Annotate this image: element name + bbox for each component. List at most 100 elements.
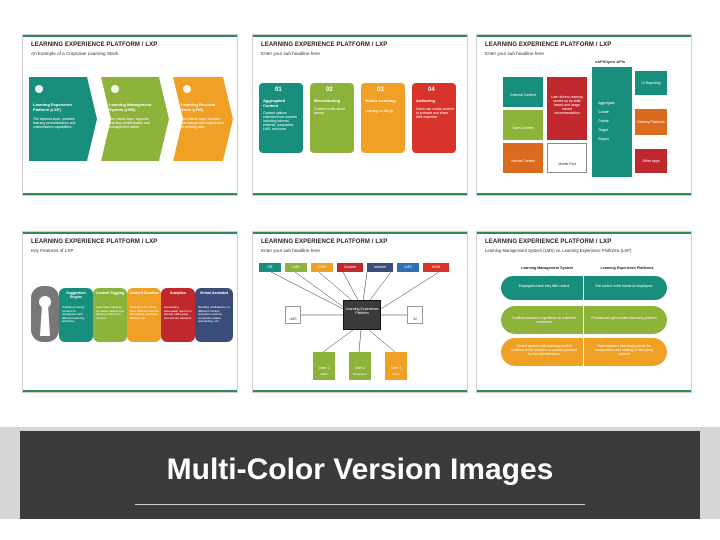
lms-box: [285, 306, 301, 324]
slide-top-rule: [253, 232, 467, 234]
lms-cell: Closed system, with learning content con…: [511, 344, 577, 356]
feature-desc: Automatic indexing for easier search and…: [96, 305, 125, 320]
puzzle-piece: [259, 83, 303, 153]
chevron-lxp: [29, 77, 97, 161]
source-tag: [259, 263, 281, 272]
slide-top-rule: [23, 232, 237, 234]
source-label: External Content: [510, 93, 536, 97]
keyhole-icon: [31, 286, 59, 342]
slide-top-rule: [477, 35, 691, 37]
ai-box-label: AI: [413, 317, 417, 321]
bottom-margin: [0, 519, 720, 540]
output-box: [635, 71, 667, 95]
source-box: [503, 77, 543, 107]
monitor-icon: [111, 85, 119, 93]
comparison-row: [501, 276, 667, 300]
piece-number: 01: [275, 87, 282, 93]
feature-desc: Collating training content for employees…: [62, 305, 85, 324]
source-tag-label: LMS: [292, 265, 300, 269]
lxp-cell: Open systems that freely permit the inco…: [594, 344, 654, 356]
user-sub: Video: [320, 372, 328, 376]
column-header-lms: Learning Management System: [521, 266, 573, 270]
slide-title: LEARNING EXPERIENCE PLATFORM / LXP: [261, 42, 388, 48]
feature-desc: Collects information from different sour…: [130, 305, 159, 320]
chevron-arrows: [29, 77, 233, 161]
mobile-label: Mobile First: [558, 162, 576, 166]
slide-subtitle: An Example of a Corporate Learning Stack: [31, 51, 119, 56]
lxp-hub-label: Learning Experience Platform: [345, 307, 379, 316]
piece-label: Mobile Learning: [365, 98, 396, 103]
slide-title: LEARNING EXPERIENCE PLATFORM / LXP: [261, 239, 388, 245]
slide-lxp-network[interactable]: LEARNING EXPERIENCE PLATFORM / LXP Enter…: [252, 231, 468, 393]
user-label: User 2: [355, 366, 365, 370]
feature-label: Virtual Assistant: [199, 291, 229, 295]
user-sub: Document: [353, 372, 367, 376]
feature-key: [93, 288, 127, 342]
ai-box: [407, 306, 423, 324]
capabilities-box: [592, 67, 632, 177]
lxp-cell: Provides an open-ended discovery platfor…: [591, 316, 657, 320]
source-label: Open Content: [512, 126, 534, 130]
output-label: Delivery Platforms: [637, 120, 665, 124]
slide-subtitle: Enter your sub headline here: [261, 51, 320, 56]
lms-cell: Confines learner's experience to a defin…: [512, 316, 576, 324]
capability-item: Target: [598, 128, 608, 132]
piece-number: 02: [326, 87, 333, 93]
slide-bottom-rule: [477, 390, 691, 392]
slide-title: LEARNING EXPERIENCE PLATFORM / LXP: [485, 42, 612, 48]
capability-item: Aggregate: [598, 101, 615, 105]
banner-title: Multi-Color Version Images: [166, 453, 554, 486]
slide-subtitle: Key Features of LXP: [31, 248, 74, 253]
piece-label: Aggregated Content: [263, 98, 286, 108]
source-tag-label: VR: [267, 265, 273, 269]
user-box: [349, 352, 371, 380]
slide-title: LEARNING EXPERIENCE PLATFORM / LXP: [485, 239, 612, 245]
feature-key: [127, 288, 161, 342]
piece-desc: Users can curate content to promote and …: [416, 107, 454, 119]
slide-lxp-architecture[interactable]: LEARNING EXPERIENCE PLATFORM / LXP Enter…: [476, 34, 692, 196]
feature-label: Content Tagging: [95, 291, 125, 295]
source-tag: [367, 263, 393, 272]
user-box: [313, 352, 335, 380]
chevron-lms: [101, 77, 169, 161]
slide-corporate-learning-stack[interactable]: LEARNING EXPERIENCE PLATFORM / LXP An Ex…: [22, 34, 238, 196]
source-tag-label: HCM: [431, 265, 441, 269]
piece-number: 03: [377, 87, 384, 93]
source-tag: [397, 263, 419, 272]
piece-desc: Content options collected from sources i…: [263, 111, 297, 131]
arrow-label: Learning Experience Platform (LXP): [33, 102, 73, 112]
feature-label: Suggestion Engine: [66, 291, 86, 299]
arrow-label: Learning Records Store (LRS): [181, 102, 216, 112]
piece-label: Microlearning: [314, 98, 341, 103]
column-divider: [583, 276, 584, 366]
arrow-label: Learning Management System (LMS): [109, 102, 152, 112]
feature-label: Content Curation: [129, 291, 159, 295]
puzzle-piece: [412, 83, 456, 153]
output-box: [635, 109, 667, 135]
output-label: Other apps: [642, 159, 660, 163]
slide-subtitle: Learning Management System (LMS) vs. Lea…: [485, 248, 632, 253]
banner-underline: [135, 504, 585, 505]
capabilities-list: Aggregate Curate Create Target Report: [598, 99, 615, 144]
output-label: UI Reporting: [641, 81, 661, 85]
slide-key-features[interactable]: LEARNING EXPERIENCE PLATFORM / LXP Key F…: [22, 231, 238, 393]
puzzle-piece: [310, 83, 354, 153]
comparison-row: [501, 338, 667, 366]
slide-puzzle-features[interactable]: LEARNING EXPERIENCE PLATFORM / LXP Enter…: [252, 34, 468, 196]
slide-lms-vs-lxp[interactable]: LEARNING EXPERIENCE PLATFORM / LXP Learn…: [476, 231, 692, 393]
source-label: Internal Content: [510, 159, 536, 163]
person-icon: [35, 85, 43, 93]
lxp-hub: [343, 300, 381, 330]
slide-bottom-rule: [253, 193, 467, 195]
slide-bottom-rule: [253, 390, 467, 392]
lms-cell: Employees have very little control: [518, 284, 570, 288]
source-tag-label: Intranet: [373, 265, 387, 269]
source-tag-label: Content: [343, 265, 357, 269]
mobile-box: [547, 143, 587, 173]
user-label: User 1: [319, 366, 329, 370]
piece-number: 04: [428, 87, 435, 93]
source-tag: [311, 263, 333, 272]
slide-title: LEARNING EXPERIENCE PLATFORM / LXP: [31, 42, 158, 48]
feature-key: [195, 288, 233, 342]
source-tag-label: CRM: [317, 265, 327, 269]
